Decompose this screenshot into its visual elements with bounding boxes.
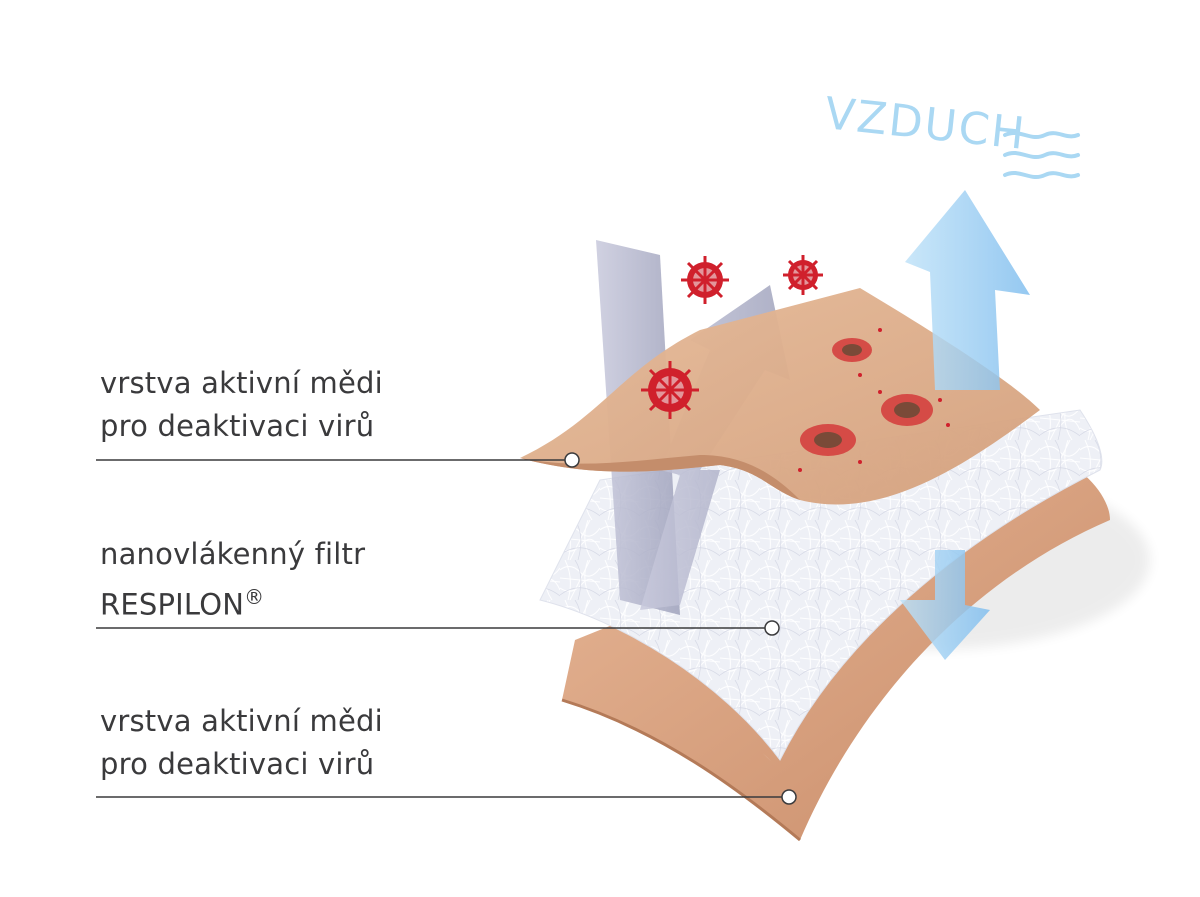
layer-label-line2: pro deaktivaci virů — [100, 405, 383, 448]
layer-label-line1: nanovlákenný filtr — [100, 533, 365, 576]
layer-label-filter: nanovlákenný filtr RESPILON® — [100, 533, 365, 627]
deactivated-virus-icon — [800, 424, 856, 456]
registered-mark: ® — [244, 585, 264, 609]
deactivated-virus-icon — [881, 394, 933, 426]
layer-label-line2: pro deaktivaci virů — [100, 743, 383, 786]
layer-label-line1: vrstva aktivní mědi — [100, 362, 383, 405]
deactivated-virus-icon — [832, 338, 872, 362]
layer-label-line2: RESPILON® — [100, 576, 365, 627]
virus-icon — [783, 255, 823, 295]
layer-label-brand: RESPILON — [100, 588, 244, 622]
virus-icon — [681, 256, 729, 304]
layer-label-line1: vrstva aktivní mědi — [100, 700, 383, 743]
layer-label-bottom-copper: vrstva aktivní mědi pro deaktivaci virů — [100, 700, 383, 786]
layer-label-top-copper: vrstva aktivní mědi pro deaktivaci virů — [100, 362, 383, 448]
